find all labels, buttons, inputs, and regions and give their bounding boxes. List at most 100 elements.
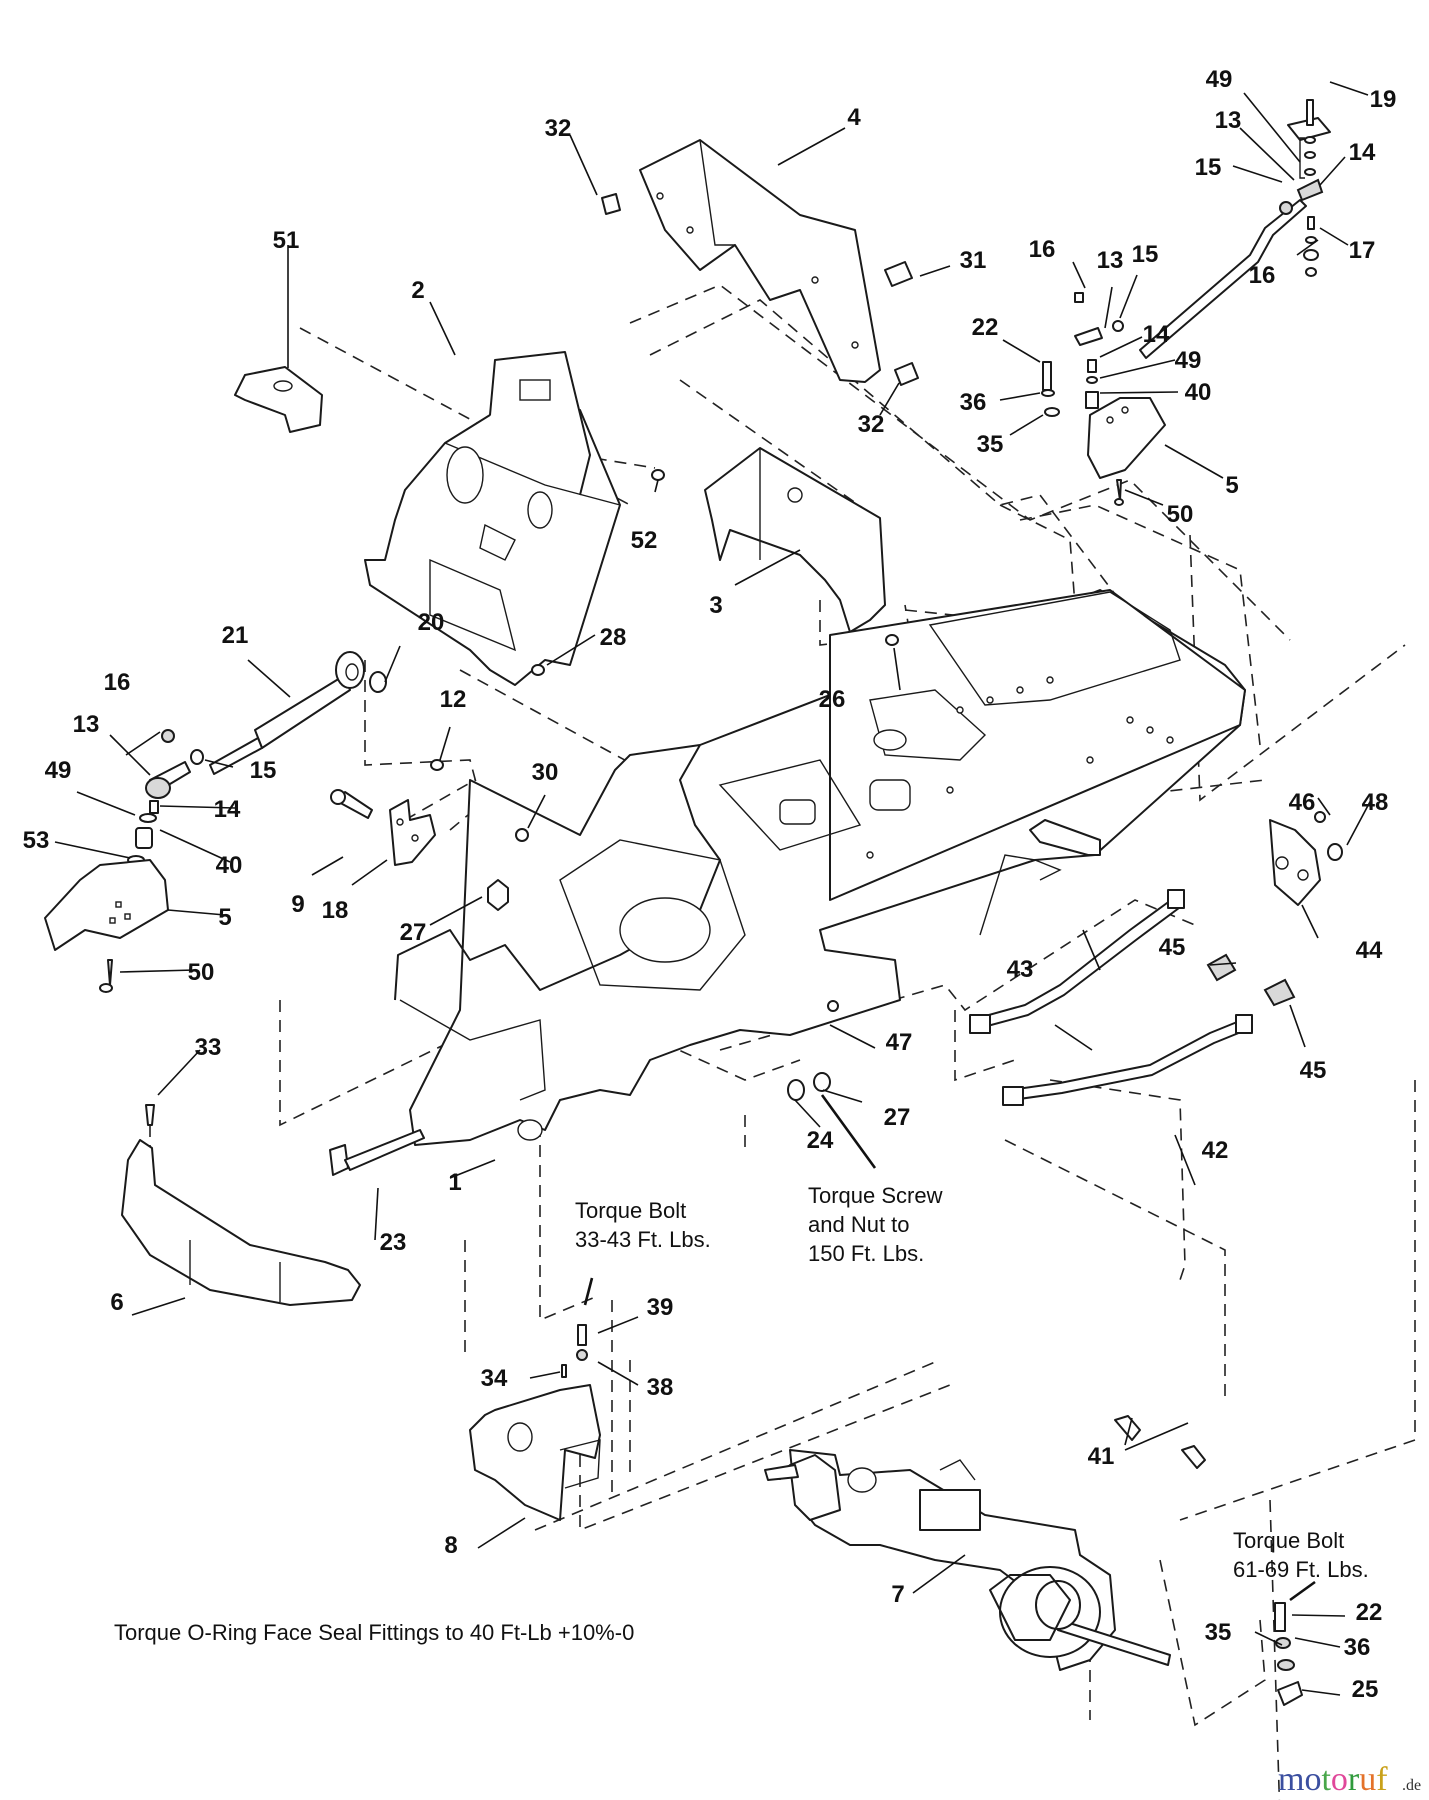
part-20-bushing[interactable]: [369, 671, 387, 693]
callout-13-mid: 13: [1097, 247, 1124, 274]
callout-14-top: 14: [1349, 139, 1376, 166]
callout-8: 8: [444, 1532, 457, 1559]
callout-49-top: 49: [1206, 66, 1233, 93]
part-21-damper[interactable]: [209, 651, 365, 775]
callout-15-top: 15: [1195, 154, 1222, 181]
callout-49-mid: 49: [1175, 347, 1202, 374]
watermark-text: motoruf: [1278, 1761, 1388, 1798]
part-25-clip[interactable]: [1277, 1681, 1303, 1706]
torque-note-bolt-61-69: Torque Bolt 61-69 Ft. Lbs.: [1233, 1528, 1369, 1582]
callout-6: 6: [110, 1289, 123, 1316]
part-26-screw[interactable]: [885, 634, 899, 646]
part-45-fitting-upper[interactable]: [1206, 953, 1237, 982]
torque-note-screw-nut: Torque Screw and Nut to 150 Ft. Lbs.: [808, 1183, 943, 1266]
callout-45-upper: 45: [1159, 934, 1186, 961]
part-1-main-frame[interactable]: [394, 589, 1246, 1146]
left-linkage-stack[interactable]: [127, 729, 204, 865]
callout-40-left: 40: [216, 852, 243, 879]
part-47-nut[interactable]: [827, 1000, 839, 1012]
callout-16-left: 16: [104, 669, 131, 696]
part-39-bolt[interactable]: [577, 1324, 587, 1346]
callout-32-top: 32: [545, 115, 572, 142]
callout-23: 23: [380, 1229, 407, 1256]
svg-text:61-69 Ft. Lbs.: 61-69 Ft. Lbs.: [1233, 1557, 1369, 1582]
callout-50-right: 50: [1167, 501, 1194, 528]
part-2-dash-panel[interactable]: [364, 351, 621, 686]
part-48-nut[interactable]: [1327, 843, 1343, 861]
callout-31: 31: [960, 247, 987, 274]
part-7-transaxle[interactable]: [764, 1449, 1171, 1671]
part-24-washer[interactable]: [787, 1079, 805, 1101]
svg-text:150 Ft. Lbs.: 150 Ft. Lbs.: [808, 1241, 924, 1266]
callout-22-top: 22: [972, 314, 999, 341]
part-5-control-plate-left[interactable]: [44, 859, 169, 951]
part-6-front-bumper[interactable]: [121, 1139, 361, 1306]
part-42-hose[interactable]: [1002, 1014, 1253, 1106]
callout-48: 48: [1362, 789, 1389, 816]
part-43-hose[interactable]: [969, 889, 1185, 1034]
part-32-screw-top[interactable]: [601, 193, 621, 215]
part-5-control-plate-right[interactable]: [1087, 397, 1166, 479]
svg-text:Torque Screw: Torque Screw: [808, 1183, 943, 1208]
callout-27-right: 27: [884, 1104, 911, 1131]
callout-42: 42: [1202, 1137, 1229, 1164]
svg-text:Torque Bolt: Torque Bolt: [1233, 1528, 1344, 1553]
wm-letter: r: [1348, 1761, 1360, 1798]
callout-7: 7: [891, 1581, 904, 1608]
part-52-screw[interactable]: [651, 469, 665, 481]
part-3-frame-cover[interactable]: [704, 447, 886, 633]
callout-15-mid: 15: [1132, 241, 1159, 268]
watermark-logo[interactable]: motoruf .de: [1278, 1761, 1421, 1798]
part-8-hitch-plate[interactable]: [469, 1384, 601, 1521]
part-38-nut[interactable]: [576, 1349, 588, 1361]
part-18-bracket[interactable]: [389, 799, 436, 866]
callout-28: 28: [600, 624, 627, 651]
part-28-screw[interactable]: [531, 664, 545, 676]
callout-16-right: 16: [1249, 262, 1276, 289]
callout-20: 20: [418, 609, 445, 636]
watermark-suffix: .de: [1402, 1777, 1421, 1794]
callout-17: 17: [1349, 237, 1376, 264]
part-36-washer-lower[interactable]: [1275, 1637, 1291, 1649]
part-41-elbow-fittings[interactable]: [1114, 1415, 1206, 1469]
part-30-nut[interactable]: [515, 828, 529, 842]
leader-lines: [54, 81, 1373, 1696]
callout-32-right: 32: [858, 411, 885, 438]
part-45-fitting-lower[interactable]: [1263, 978, 1296, 1007]
callout-26: 26: [819, 686, 846, 713]
part-31-bolt[interactable]: [884, 261, 913, 287]
steering-rod[interactable]: [1139, 199, 1307, 359]
part-34-pin[interactable]: [561, 1364, 567, 1378]
callout-labels: 1 2 3 4 5 5 6 7 8 9 12 13 13 13 14 14 14…: [23, 66, 1397, 1703]
part-22-bolt-lower[interactable]: [1274, 1602, 1286, 1632]
callout-16-mid: 16: [1029, 236, 1056, 263]
callout-14-mid: 14: [1143, 321, 1170, 348]
part-27-nut-left[interactable]: [487, 879, 509, 911]
part-46-screw[interactable]: [1314, 811, 1326, 823]
part-33-screw[interactable]: [145, 1104, 155, 1126]
part-51-bracket[interactable]: [234, 366, 323, 433]
right-upper-linkage-stack[interactable]: [1279, 99, 1331, 277]
part-32-screw-right[interactable]: [894, 362, 919, 386]
part-50-bolt-left[interactable]: [99, 959, 113, 993]
callout-27-left: 27: [400, 919, 427, 946]
part-9-bolt[interactable]: [330, 789, 373, 819]
right-lower-linkage-stack[interactable]: [1041, 292, 1124, 417]
part-27-nut-lower[interactable]: [813, 1072, 831, 1092]
callout-5-right: 5: [1225, 472, 1238, 499]
part-23-pivot-pin[interactable]: [329, 1129, 425, 1176]
callout-47: 47: [886, 1029, 913, 1056]
part-35-washer-lower[interactable]: [1277, 1659, 1295, 1671]
wm-letter: o: [1331, 1761, 1348, 1798]
callout-33: 33: [195, 1034, 222, 1061]
callout-1: 1: [448, 1169, 461, 1196]
callout-49-left: 49: [45, 757, 72, 784]
part-12-bolt[interactable]: [430, 759, 444, 771]
part-50-bolt-right[interactable]: [1114, 479, 1124, 506]
callout-3: 3: [709, 592, 722, 619]
wm-letter: t: [1321, 1761, 1331, 1798]
part-4-steering-bracket[interactable]: [639, 139, 881, 383]
part-44-bracket[interactable]: [1269, 819, 1321, 906]
